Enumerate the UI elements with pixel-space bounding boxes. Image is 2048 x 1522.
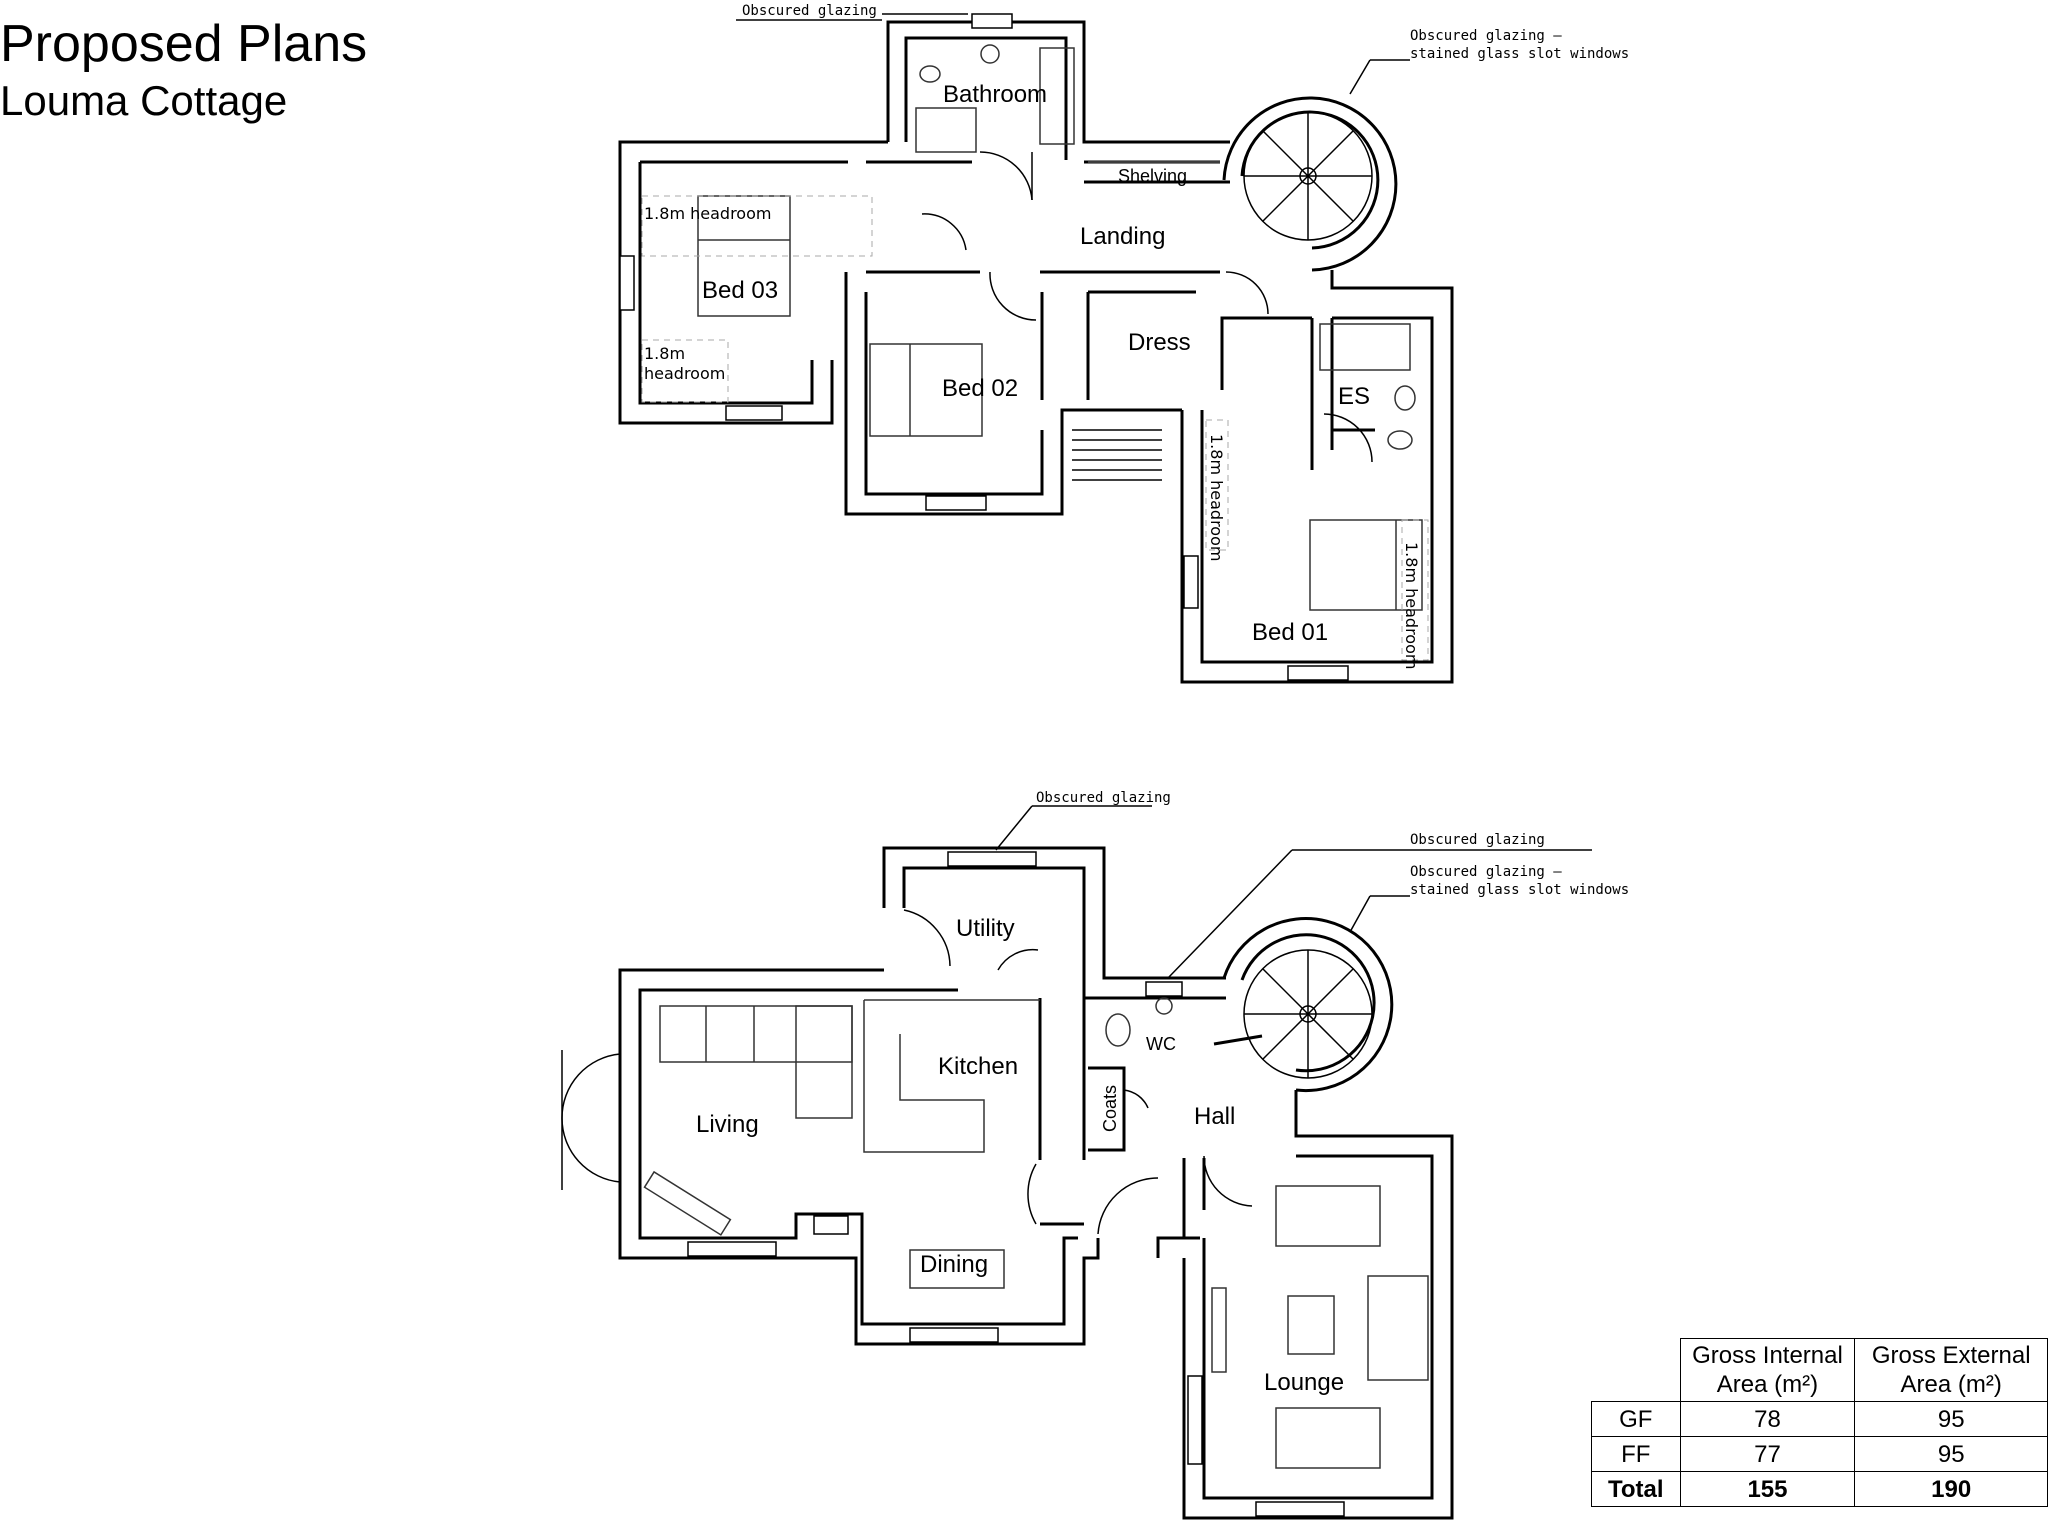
wc-fixture [919, 65, 941, 83]
window [1145, 981, 1183, 997]
lounge-table [1287, 1295, 1335, 1355]
window [687, 1241, 777, 1257]
basin-fixture [980, 44, 1000, 64]
bed-02-furniture [869, 343, 983, 437]
living-tv-unit [643, 1170, 732, 1236]
room-utility: Utility [956, 915, 1015, 942]
window [909, 1327, 999, 1343]
shower-tray [915, 107, 977, 153]
lounge-fireplace [1211, 1287, 1227, 1373]
window [1187, 1375, 1203, 1465]
first-floor-spiral-stair [1243, 111, 1373, 241]
headroom-note-bed03-top: 1.8m headroom [644, 204, 771, 223]
table-row: FF 77 95 [1591, 1436, 2048, 1472]
gross-external-header: Gross External Area (m²) [1854, 1338, 2048, 1402]
room-dining: Dining [920, 1251, 988, 1278]
headroom-note-bed03-bottom-line2: headroom [644, 364, 725, 383]
room-kitchen: Kitchen [938, 1053, 1018, 1080]
es-wc-fixture [1387, 430, 1413, 450]
room-dress: Dress [1128, 329, 1191, 356]
es-basin-fixture [1394, 385, 1416, 411]
bathroom-glazing-note: Obscured glazing [742, 3, 877, 19]
room-bed-02: Bed 02 [942, 375, 1018, 402]
stair-glazing-note-line1: Obscured glazing – [1410, 864, 1562, 880]
first-floor-windows [619, 13, 1349, 681]
area-schedule-table: Gross Internal Area (m²) Gross External … [1591, 1338, 2048, 1507]
living-sofa [659, 1005, 853, 1063]
first-floor-annotations [736, 13, 1410, 95]
room-living: Living [696, 1111, 759, 1138]
window [971, 13, 1013, 29]
table-row: GF 78 95 [1591, 1401, 2048, 1437]
window [725, 405, 783, 421]
stair-glazing-note-line2: stained glass slot windows [1410, 46, 1629, 62]
dining-table [909, 1249, 1005, 1289]
room-shelving: Shelving [1118, 166, 1187, 186]
wc-glazing-note: Obscured glazing [1410, 832, 1545, 848]
room-bed-03: Bed 03 [702, 277, 778, 304]
headroom-note-bed01-right: 1.8m headroom [1402, 542, 1421, 669]
table-row-total: Total 155 190 [1591, 1471, 2048, 1507]
lounge-sofa-bottom [1275, 1407, 1381, 1469]
window [1183, 555, 1199, 609]
page-subtitle: Louma Cottage [0, 77, 288, 124]
ground-floor-annotations [995, 805, 1592, 979]
room-hall: Hall [1194, 1103, 1235, 1130]
headroom-note-bed03-bottom-line1: 1.8m [644, 344, 685, 363]
ground-floor-fixtures [561, 909, 1429, 1469]
first-floor-plan: Obscured glazing Obscured glazing – stai… [618, 3, 1629, 684]
ground-floor-windows [687, 851, 1345, 1517]
wc-basin [1155, 997, 1173, 1015]
bath-fixture [1039, 47, 1075, 145]
page-title: Proposed Plans [0, 15, 368, 73]
stair-glazing-note-line1: Obscured glazing – [1410, 28, 1562, 44]
lounge-sofa-right [1367, 1275, 1429, 1381]
first-floor-fixtures [641, 44, 1429, 661]
window [619, 255, 635, 311]
room-lounge: Lounge [1264, 1369, 1344, 1396]
es-bath-fixture [1319, 323, 1411, 371]
room-es: ES [1338, 383, 1370, 410]
ground-floor-spiral-stair [1243, 949, 1373, 1079]
room-landing: Landing [1080, 223, 1165, 250]
bed-01-furniture [1309, 519, 1423, 611]
stair-treads [1072, 429, 1162, 481]
table-header-row: Gross Internal Area (m²) Gross External … [1591, 1338, 2048, 1402]
room-bed-01: Bed 01 [1252, 619, 1328, 646]
utility-glazing-note: Obscured glazing [1036, 790, 1171, 806]
stair-glazing-note-line2: stained glass slot windows [1410, 882, 1629, 898]
window [1287, 665, 1349, 681]
window [925, 495, 987, 511]
ground-floor-plan: Obscured glazing Obscured glazing Obscur… [561, 790, 1629, 1520]
lounge-sofa-top [1275, 1185, 1381, 1247]
ground-floor-walls [618, 846, 1454, 1520]
room-wc: WC [1146, 1034, 1176, 1054]
room-coats: Coats [1100, 1085, 1120, 1132]
wc-fixture [1105, 1013, 1131, 1047]
window [947, 851, 1037, 867]
window [1255, 1501, 1345, 1517]
gross-internal-header: Gross Internal Area (m²) [1679, 1338, 1856, 1402]
first-floor-walls [618, 20, 1454, 684]
headroom-note-bed01-left: 1.8m headroom [1207, 434, 1226, 561]
window [813, 1215, 849, 1235]
room-bathroom: Bathroom [943, 81, 1047, 108]
living-sofa-corner [795, 1005, 853, 1119]
